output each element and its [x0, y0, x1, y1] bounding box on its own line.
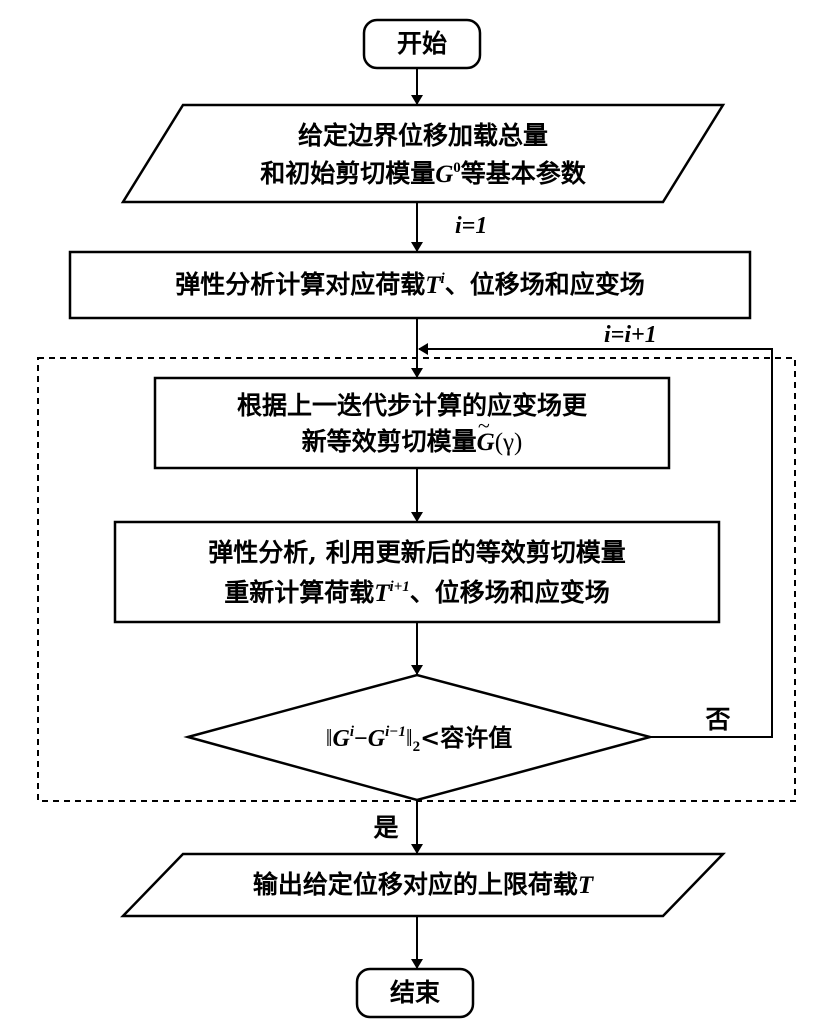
params-line2-pre: 和初始剪切模量 — [260, 159, 436, 188]
update-arg: (γ) — [494, 429, 523, 456]
check-sub: 2 — [412, 739, 421, 755]
check-post: <容许值 — [420, 723, 513, 752]
output-label: 输出给定位移对应的上限荷载T — [123, 868, 723, 903]
branch-no-label: 否 — [705, 705, 731, 734]
start-terminal — [362, 18, 482, 70]
elastic-sup: i — [440, 271, 445, 287]
update-line1: 根据上一迭代步计算的应变场更 — [155, 389, 669, 423]
check-label: ‖Gi−Gi−1‖2<容许值 — [188, 721, 650, 756]
recalc-symbol: T — [374, 580, 390, 607]
recalc-sup: i+1 — [389, 579, 410, 595]
params-line2-post: 等基本参数 — [460, 159, 586, 188]
params-line1-text: 给定边界位移加载总量 — [297, 121, 548, 150]
end-label: 结束 — [389, 978, 440, 1007]
params-sup: 0 — [453, 160, 461, 176]
recalc-post: 、位移场和应变场 — [409, 578, 610, 607]
params-line2: 和初始剪切模量G0等基本参数 — [123, 157, 723, 192]
elastic-label: 弹性分析计算对应荷载Ti、位移场和应变场 — [70, 268, 750, 303]
check-g2: G — [367, 726, 386, 752]
params-line1: 给定边界位移加载总量 — [123, 119, 723, 153]
start-label: 开始 — [396, 29, 447, 58]
check-sup2: i−1 — [385, 724, 406, 740]
check-g1: G — [332, 726, 350, 752]
params-parallelogram — [120, 103, 726, 204]
recalc-line2-pre: 重新计算荷载 — [224, 578, 375, 607]
check-sup1: i — [349, 724, 355, 740]
recalc-line2: 重新计算荷载Ti+1、位移场和应变场 — [115, 576, 719, 611]
init-index-label: i=1 — [455, 213, 488, 239]
update-modulus-box — [153, 376, 671, 470]
elastic-analysis-box — [68, 250, 752, 320]
output-pre: 输出给定位移对应的上限荷载 — [252, 870, 578, 899]
elastic-pre: 弹性分析计算对应荷载 — [175, 270, 426, 299]
output-parallelogram — [120, 852, 726, 918]
elastic-post: 、位移场和应变场 — [444, 270, 645, 299]
check-norm-close: ‖ — [405, 726, 413, 752]
update-line2-pre: 新等效剪切模量 — [301, 427, 477, 456]
check-minus: − — [354, 726, 368, 752]
params-symbol: G — [435, 161, 454, 188]
check-norm-open: ‖ — [325, 726, 333, 752]
update-line1-text: 根据上一迭代步计算的应变场更 — [236, 391, 587, 420]
update-line2: 新等效剪切模量G(γ) — [155, 409, 669, 460]
recalc-box — [113, 520, 721, 624]
end-terminal — [355, 967, 475, 1019]
output-symbol: T — [577, 872, 594, 899]
loop-index-label: i=i+1 — [604, 322, 657, 348]
loop-back-arrow — [418, 343, 773, 738]
elastic-symbol: T — [425, 272, 441, 299]
branch-yes-label: 是 — [373, 813, 399, 842]
update-symbol: G — [477, 409, 495, 460]
recalc-line1-text: 弹性分析, 利用更新后的等效剪切模量 — [208, 538, 626, 567]
recalc-line1: 弹性分析, 利用更新后的等效剪切模量 — [115, 536, 719, 570]
